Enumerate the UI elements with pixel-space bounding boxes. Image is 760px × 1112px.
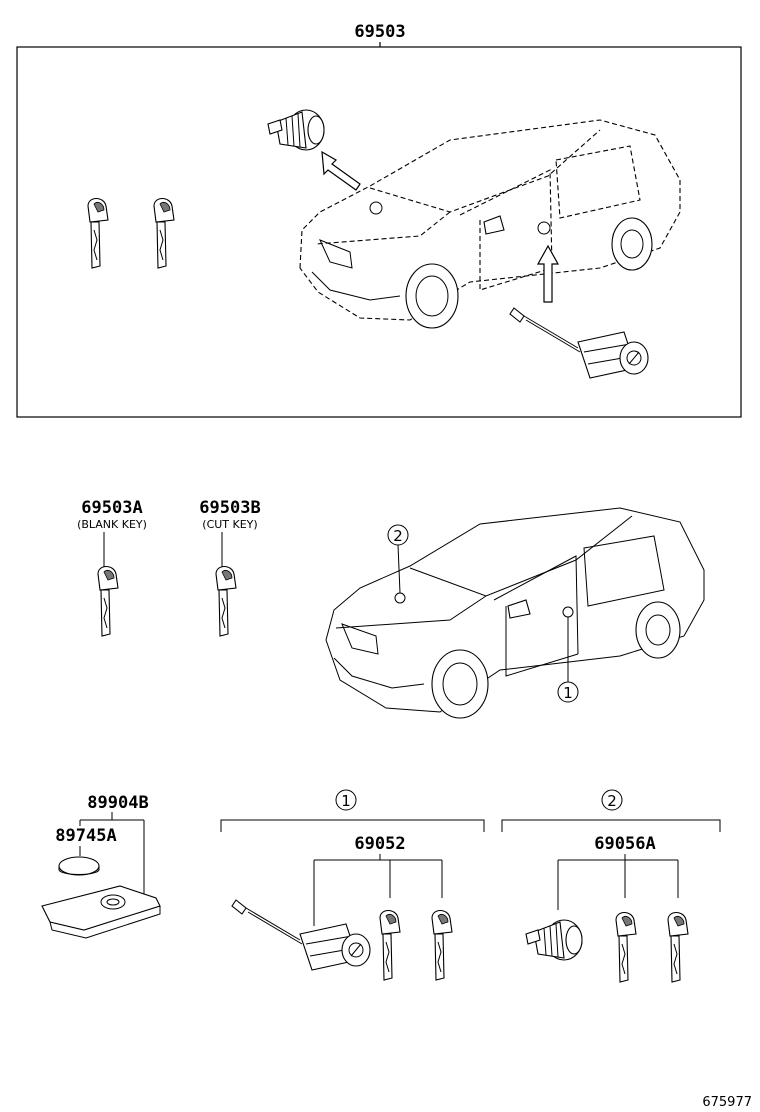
key-icon: [667, 911, 689, 983]
blank-key-icon: [97, 565, 119, 637]
lock-cylinder-icon: [267, 109, 325, 151]
door-lock-assembly-icon: [231, 899, 371, 971]
part-number-69052: 69052: [354, 834, 405, 854]
part-number-69503B: 69503B: [199, 498, 260, 518]
key-icon: [87, 197, 109, 269]
callout-number: 1: [341, 792, 351, 810]
part-number-89904B: 89904B: [87, 793, 148, 813]
key-icon: [431, 909, 453, 981]
figure-number: 675977: [702, 1095, 752, 1110]
part-number-89745A: 89745A: [55, 826, 116, 846]
note-blank-key: (BLANK KEY): [77, 518, 147, 531]
vehicle-outline-top: [299, 119, 681, 329]
vehicle-outline-middle: [325, 507, 705, 719]
note-cut-key: (CUT KEY): [202, 518, 257, 531]
kit-box-69503: [16, 46, 742, 418]
group-bracket-2: [501, 819, 721, 832]
cut-key-icon: [215, 565, 237, 637]
part-number-69056A: 69056A: [594, 834, 655, 854]
battery-icon: [58, 856, 100, 876]
key-icon: [379, 909, 401, 981]
key-icon: [615, 911, 637, 983]
lock-cylinder-icon: [525, 919, 583, 961]
group-bracket-1: [220, 819, 485, 832]
door-lock-assembly-icon: [509, 307, 649, 379]
arrow-icon: [321, 150, 361, 191]
callout-number: 2: [393, 527, 403, 545]
part-number-69503A: 69503A: [81, 498, 142, 518]
callout-circle-2: [601, 789, 623, 811]
key-icon: [153, 197, 175, 269]
callout-number: 1: [563, 684, 573, 702]
key-fob-icon: [41, 885, 161, 939]
callout-number: 2: [607, 792, 617, 810]
part-number-69503: 69503: [354, 22, 405, 42]
callout-circle-1: [335, 789, 357, 811]
